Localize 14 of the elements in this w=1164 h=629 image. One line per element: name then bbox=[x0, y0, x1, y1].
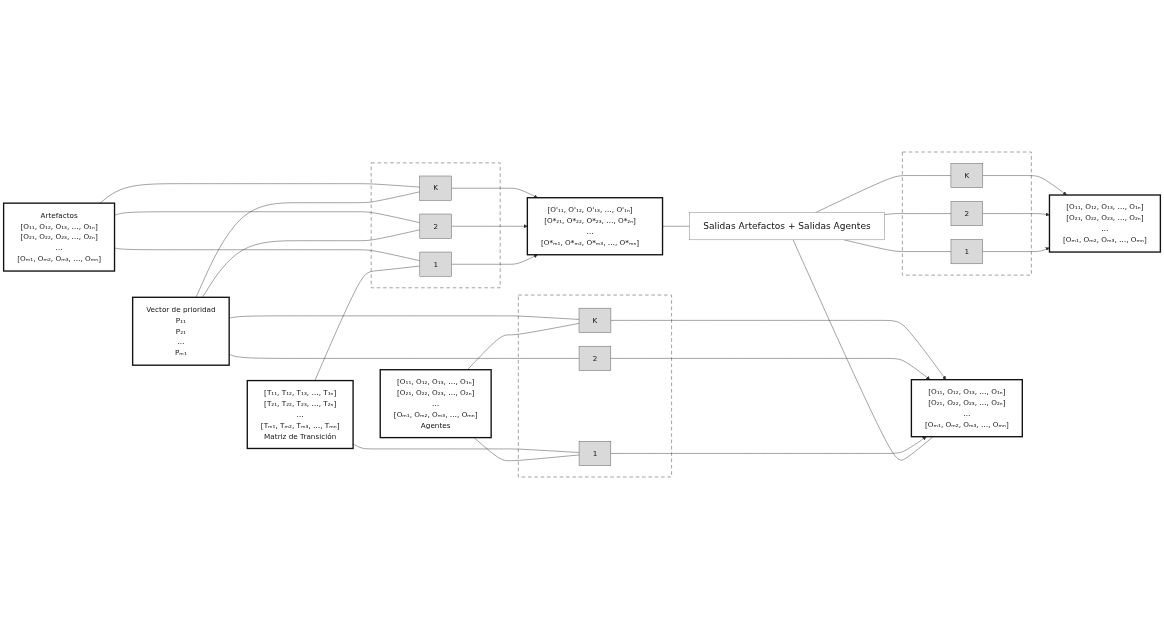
connector bbox=[314, 265, 421, 381]
connector bbox=[662, 226, 690, 227]
connector bbox=[467, 323, 580, 370]
connector bbox=[99, 183, 420, 204]
connector bbox=[202, 229, 421, 298]
connector bbox=[473, 437, 580, 461]
connector bbox=[114, 211, 421, 223]
cluster bbox=[517, 294, 673, 478]
connector bbox=[114, 247, 421, 261]
connector bbox=[792, 239, 934, 461]
cluster bbox=[901, 151, 1032, 276]
node-box: Salidas Artefactos + Salidas Agentes bbox=[689, 212, 885, 241]
connector bbox=[195, 191, 420, 298]
cluster bbox=[370, 162, 501, 289]
